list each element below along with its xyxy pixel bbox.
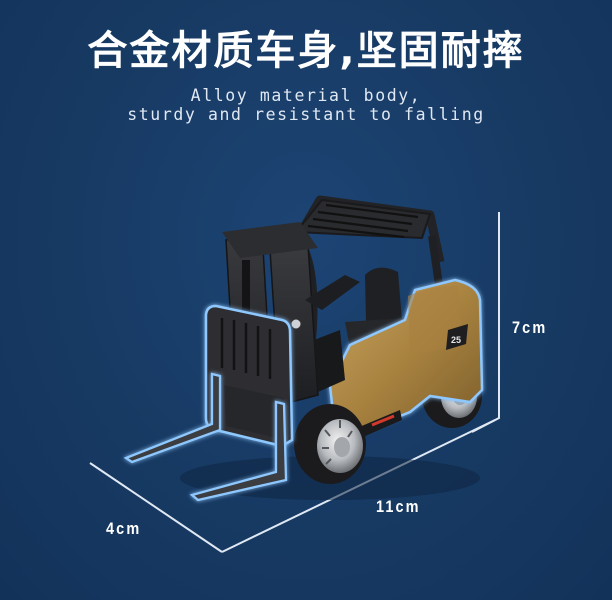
svg-text:25: 25 [451,335,461,345]
subtitle-line-1: Alloy material body, [190,86,422,105]
headline-english: Alloy material body, sturdy and resistan… [0,86,612,124]
width-line [89,462,223,553]
subtitle-line-2: sturdy and resistant to falling [127,105,485,124]
forks [123,372,288,502]
body-badge: 25 [446,324,468,350]
height-dimension-label: 7cm [512,318,548,337]
forklift-body: 25 [328,278,484,440]
headline-chinese: 合金材质车身,坚固耐摔 [87,28,525,74]
width-dimension-label: 4cm [106,519,142,538]
length-dimension-label: 11cm [376,497,421,516]
front-wheel [294,404,366,484]
